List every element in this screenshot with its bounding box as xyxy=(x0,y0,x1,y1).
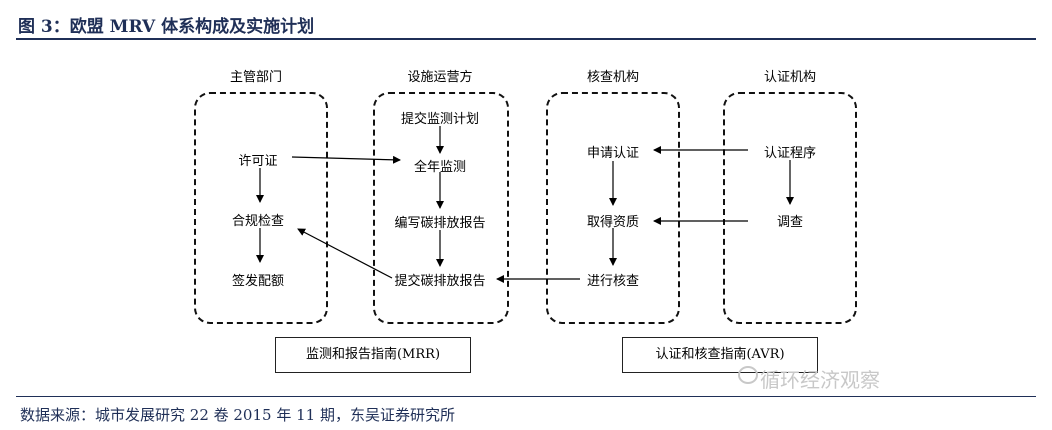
header-authority: 主管部门 xyxy=(229,70,282,85)
node-issue-allowance: 签发配额 xyxy=(231,274,284,289)
header-verifier: 核查机构 xyxy=(586,70,639,85)
node-compliance-check: 合规检查 xyxy=(231,214,284,229)
guide-mrr: 监测和报告指南(MRR) xyxy=(275,337,471,373)
header-operator: 设施运营方 xyxy=(407,70,473,85)
node-obtain-qualification: 取得资质 xyxy=(586,215,639,230)
node-permit: 许可证 xyxy=(238,154,278,169)
node-submit-emission-report: 提交碳排放报告 xyxy=(394,274,486,289)
guide-avr: 认证和核查指南(AVR) xyxy=(622,337,818,373)
node-conduct-verification: 进行核查 xyxy=(586,274,639,289)
figure-title: 图 3：欧盟 MRV 体系构成及实施计划 xyxy=(18,17,315,37)
wechat-icon xyxy=(738,366,758,384)
box-operator xyxy=(373,92,509,324)
source-note: 数据来源：城市发展研究 22 卷 2015 年 11 期，东吴证券研究所 xyxy=(20,406,455,424)
node-write-emission-report: 编写碳排放报告 xyxy=(394,216,486,231)
box-accreditation xyxy=(723,92,857,324)
node-submit-monitoring-plan: 提交监测计划 xyxy=(400,112,479,127)
node-annual-monitoring: 全年监测 xyxy=(413,160,466,175)
watermark: 循环经济观察 xyxy=(760,368,880,392)
title-bar: 图 3：欧盟 MRV 体系构成及实施计划 xyxy=(16,8,1036,40)
node-apply-accreditation: 申请认证 xyxy=(586,146,639,161)
box-verifier xyxy=(546,92,680,324)
header-accreditation: 认证机构 xyxy=(763,70,816,85)
arrow-permit-to-monitoring xyxy=(291,155,401,164)
arrow-report-to-compliance xyxy=(297,228,393,279)
node-investigation: 调查 xyxy=(776,215,803,230)
footer-divider xyxy=(16,396,1036,397)
node-accreditation-procedure: 认证程序 xyxy=(763,146,816,161)
box-authority xyxy=(194,92,328,324)
